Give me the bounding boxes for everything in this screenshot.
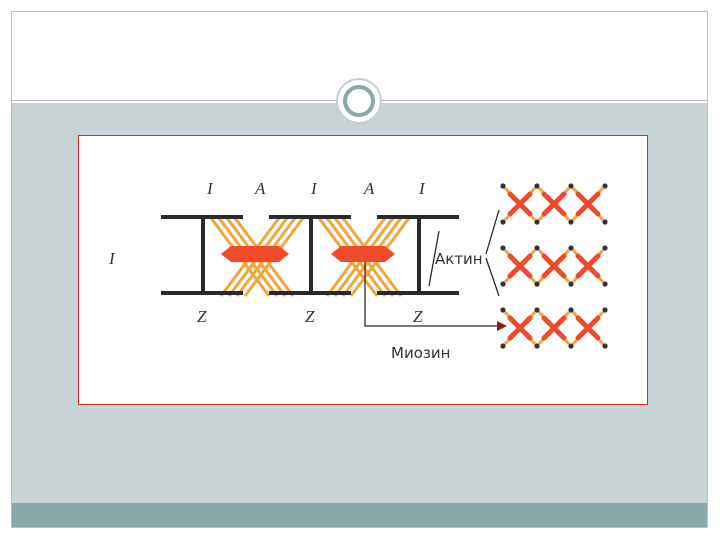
cross-section-lattice bbox=[500, 183, 607, 348]
band-label-a-1: A bbox=[254, 179, 266, 198]
circle-ornament-inner bbox=[343, 85, 375, 117]
z-label-3: Z bbox=[413, 307, 423, 326]
z-label-2: Z bbox=[305, 307, 315, 326]
arrow-head bbox=[497, 321, 507, 331]
band-label-i-2: I bbox=[310, 179, 318, 198]
band-label-i-1: I bbox=[206, 179, 214, 198]
band-label-i-left: I bbox=[108, 249, 116, 268]
z-label-1: Z bbox=[197, 307, 207, 326]
actin-label: Актин bbox=[435, 250, 483, 268]
band-label-a-2: A bbox=[363, 179, 375, 198]
sarcomere-diagram: I A I A I I bbox=[79, 136, 647, 404]
z-lines bbox=[161, 217, 459, 293]
myosin-label: Миозин bbox=[391, 344, 450, 362]
circle-ornament-icon bbox=[336, 78, 382, 124]
myosin-filaments bbox=[221, 246, 395, 262]
slide-footer bbox=[12, 503, 707, 527]
figure-panel: I A I A I I bbox=[78, 135, 648, 405]
band-label-i-3: I bbox=[418, 179, 426, 198]
